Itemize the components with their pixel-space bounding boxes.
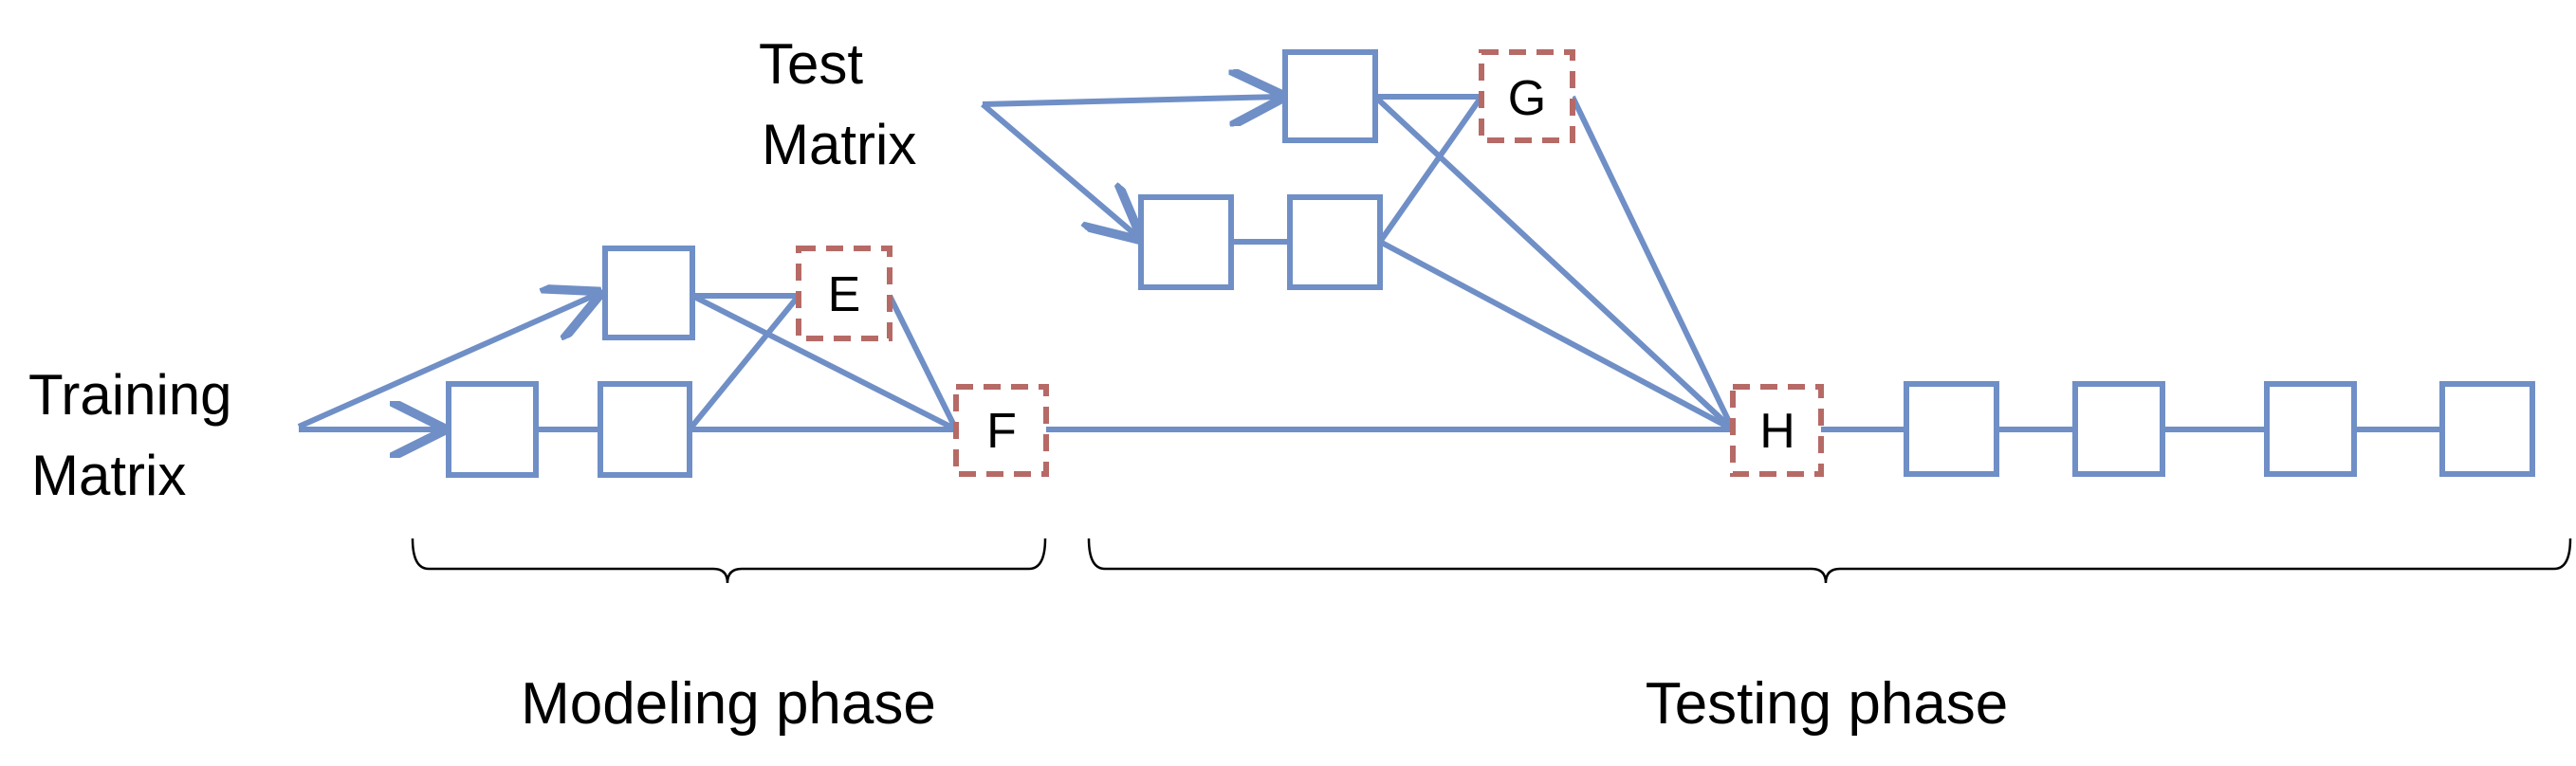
- training-matrix-label-line2: Matrix: [31, 444, 186, 507]
- test-matrix-label-line1: Test: [759, 32, 863, 96]
- node-h-label: H: [1759, 404, 1795, 459]
- modeling-phase-label: Modeling phase: [521, 671, 936, 737]
- node-f-label: F: [986, 404, 1017, 459]
- node-e-label: E: [828, 267, 861, 322]
- test-matrix-label-line2: Matrix: [762, 113, 916, 176]
- node-test-2: [1287, 194, 1383, 290]
- node-test-5: [2072, 381, 2165, 477]
- edge-g-h: [1570, 95, 1736, 431]
- edge-e-f: [887, 294, 959, 431]
- node-e: [796, 246, 892, 341]
- edge-n3-f: [690, 293, 958, 432]
- edge-n5-g: [1377, 95, 1484, 244]
- node-f: [953, 384, 1049, 477]
- node-g-label: G: [1508, 71, 1546, 126]
- node-h: [1730, 384, 1824, 477]
- node-model-2: [598, 381, 692, 478]
- input-labels: Training Matrix Test Matrix: [28, 32, 916, 507]
- modeling-phase-bracket: [411, 538, 1047, 584]
- plain-nodes: [446, 49, 2535, 478]
- test-arrow-to-n4: [981, 101, 1138, 237]
- edge-n2-e: [687, 294, 801, 431]
- highlight-nodes: [796, 49, 1824, 477]
- edge-n6-h: [1372, 94, 1736, 432]
- node-g: [1479, 49, 1575, 143]
- highlight-node-labels: E F G H: [828, 71, 1795, 459]
- edges: [297, 94, 2442, 432]
- node-model-3: [602, 246, 695, 340]
- node-test-6: [2264, 381, 2357, 477]
- phase-labels: Modeling phase Testing phase: [521, 671, 2008, 737]
- training-matrix-label-line1: Training: [28, 363, 232, 427]
- node-test-3: [1282, 49, 1378, 143]
- testing-phase-bracket: [1087, 538, 2572, 584]
- phase-brackets: [411, 538, 2572, 584]
- edge-n5-h: [1378, 239, 1735, 432]
- node-test-4: [1904, 381, 1999, 477]
- node-model-1: [446, 381, 539, 478]
- test-arrow-to-n6: [982, 97, 1280, 104]
- testing-phase-label: Testing phase: [1646, 671, 2009, 737]
- node-test-7: [2439, 381, 2535, 477]
- node-test-1: [1138, 194, 1234, 290]
- training-arrow-to-n3: [297, 294, 598, 429]
